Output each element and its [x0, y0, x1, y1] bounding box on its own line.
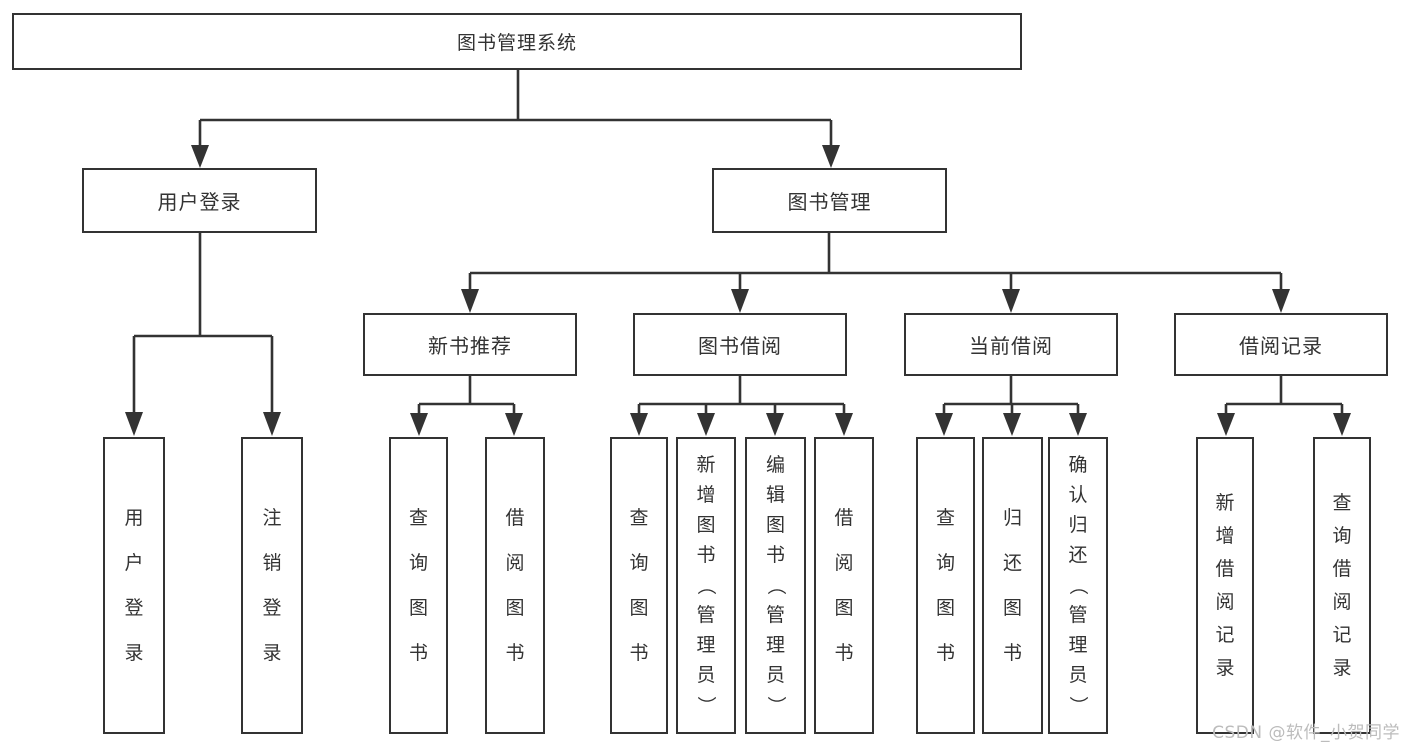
node-new-book-recommend-label: 新书推荐 [428, 334, 512, 358]
node-book-borrow: 图书借阅 [633, 313, 847, 376]
leaf-user-login-label: 用户登录 [124, 506, 144, 664]
node-new-book-recommend: 新书推荐 [363, 313, 577, 376]
csdn-watermark: CSDN @软件_小贺同学 [1212, 723, 1400, 743]
node-current-borrow-label: 当前借阅 [969, 334, 1053, 358]
leaf-query-books-current: 查询图书 [916, 437, 975, 734]
leaf-borrow-books-label: 借阅图书 [834, 506, 854, 664]
arrowhead [766, 413, 784, 436]
leaf-edit-books-admin-label: 编辑图书（管理员） [764, 454, 787, 716]
leaf-logout-label: 注销登录 [262, 506, 282, 664]
leaf-query-books-current-label: 查询图书 [935, 506, 955, 664]
node-user-login: 用户登录 [82, 168, 317, 233]
arrowhead [1333, 413, 1351, 436]
arrowhead [263, 412, 281, 436]
arrowhead [697, 413, 715, 436]
leaf-confirm-return-admin: 确认归还（管理员） [1048, 437, 1108, 734]
arrowhead [461, 289, 479, 313]
arrowhead [505, 413, 523, 436]
arrowhead [731, 289, 749, 313]
arrowhead [1003, 413, 1021, 436]
leaf-query-books-recommend: 查询图书 [389, 437, 448, 734]
leaf-return-books-label: 归还图书 [1002, 506, 1022, 664]
arrowhead [835, 413, 853, 436]
node-book-management-label: 图书管理 [787, 190, 872, 214]
leaf-confirm-return-admin-label: 确认归还（管理员） [1067, 454, 1090, 716]
node-borrow-records-label: 借阅记录 [1239, 334, 1323, 358]
connector-path [132, 70, 1344, 414]
arrowhead [1069, 413, 1087, 436]
leaf-borrow-books-recommend-label: 借阅图书 [505, 506, 525, 664]
leaf-add-borrow-record-label: 新增借阅记录 [1215, 491, 1235, 679]
node-root-label: 图书管理系统 [456, 32, 577, 54]
arrowhead [410, 413, 428, 436]
node-current-borrow: 当前借阅 [904, 313, 1118, 376]
leaf-query-books-borrow: 查询图书 [610, 437, 668, 734]
arrowhead [125, 412, 143, 436]
leaf-user-login: 用户登录 [103, 437, 165, 734]
leaf-return-books: 归还图书 [982, 437, 1043, 734]
leaf-logout: 注销登录 [241, 437, 303, 734]
leaf-edit-books-admin: 编辑图书（管理员） [745, 437, 806, 734]
leaf-query-borrow-record: 查询借阅记录 [1313, 437, 1371, 734]
arrowhead [191, 145, 209, 168]
arrowhead [1217, 413, 1235, 436]
arrowhead [630, 413, 648, 436]
leaf-query-books-borrow-label: 查询图书 [629, 506, 649, 664]
leaf-borrow-books-recommend: 借阅图书 [485, 437, 545, 734]
node-user-login-label: 用户登录 [157, 190, 242, 214]
arrowhead [1272, 289, 1290, 313]
arrowhead [935, 413, 953, 436]
leaf-query-borrow-record-label: 查询借阅记录 [1332, 491, 1352, 679]
leaf-borrow-books: 借阅图书 [814, 437, 874, 734]
node-book-borrow-label: 图书借阅 [698, 334, 782, 358]
node-borrow-records: 借阅记录 [1174, 313, 1388, 376]
leaf-add-books-admin: 新增图书（管理员） [676, 437, 736, 734]
leaf-query-books-recommend-label: 查询图书 [408, 506, 428, 664]
arrowhead [822, 145, 840, 168]
node-root: 图书管理系统 [12, 13, 1022, 70]
arrowhead [1002, 289, 1020, 313]
node-book-management: 图书管理 [712, 168, 947, 233]
leaf-add-books-admin-label: 新增图书（管理员） [695, 454, 718, 716]
leaf-add-borrow-record: 新增借阅记录 [1196, 437, 1254, 734]
